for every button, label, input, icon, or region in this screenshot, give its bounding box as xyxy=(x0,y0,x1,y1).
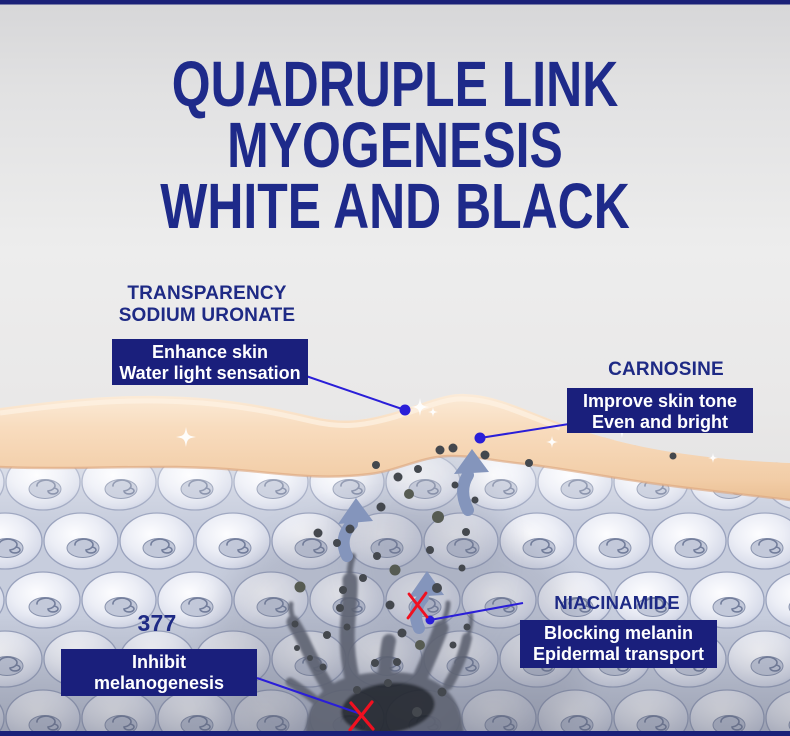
melanin-dots xyxy=(291,443,677,717)
page-title-line-2: MYOGENESIS xyxy=(227,109,563,181)
niacinamide-benefit-line-2: Epidermal transport xyxy=(532,644,705,664)
blocked-x-marks xyxy=(348,591,429,732)
377-benefit-line-1: Inhibit xyxy=(132,652,186,672)
x-mark-icon xyxy=(406,591,429,620)
melanocyte-cell xyxy=(285,553,474,736)
callout-anchor-dot xyxy=(399,404,411,416)
skin-surface-band xyxy=(0,393,790,502)
sodium-uronate-heading-line-1: TRANSPARENCY xyxy=(127,283,287,304)
callout-anchor-dot xyxy=(474,432,486,444)
callout-connectors xyxy=(256,375,570,714)
niacinamide-benefit-line-1: Blocking melanin xyxy=(543,623,694,643)
sodium-benefit-line-1: Enhance skin xyxy=(151,342,269,362)
carnosine-heading: CARNOSINE xyxy=(608,359,724,380)
top-divider-strip xyxy=(0,0,790,5)
inhibit-callout-line xyxy=(256,677,359,714)
ingredient-377-benefit-box: Inhibit melanogenesis xyxy=(61,649,257,696)
sodium-callout-line xyxy=(305,375,406,411)
377-benefit-line-2: melanogenesis xyxy=(93,673,225,693)
up-arrow-icon xyxy=(454,449,489,516)
carnosine-benefit-line-1: Improve skin tone xyxy=(582,391,738,411)
carnosine-benefit-line-2: Even and bright xyxy=(591,412,728,432)
sodium-uronate-heading: TRANSPARENCY SODIUM URONATE xyxy=(82,283,332,327)
sodium-uronate-benefit-box: Enhance skin Water light sensation xyxy=(112,339,308,385)
niacinamide-benefit-box: Blocking melanin Epidermal transport xyxy=(520,620,717,668)
sodium-uronate-heading-line-2: SODIUM URONATE xyxy=(118,305,296,326)
carnosine-callout-line xyxy=(479,423,570,439)
niacinamide-heading: NIACINAMIDE xyxy=(554,592,680,613)
page-title-line-1: QUADRUPLE LINK xyxy=(171,48,619,120)
x-mark-icon xyxy=(348,700,375,732)
sodium-benefit-line-2: Water light sensation xyxy=(119,363,301,383)
carnosine-benefit-box: Improve skin tone Even and bright xyxy=(567,388,753,433)
melanocyte-dendrites xyxy=(285,553,474,705)
ingredient-377-heading: 377 xyxy=(137,610,177,636)
page-title-line-3: WHITE AND BLACK xyxy=(160,170,630,242)
bottom-divider-strip xyxy=(0,731,790,736)
page-title: QUADRUPLE LINK MYOGENESIS WHITE AND BLAC… xyxy=(87,48,703,242)
niacinamide-callout-line xyxy=(429,602,524,621)
